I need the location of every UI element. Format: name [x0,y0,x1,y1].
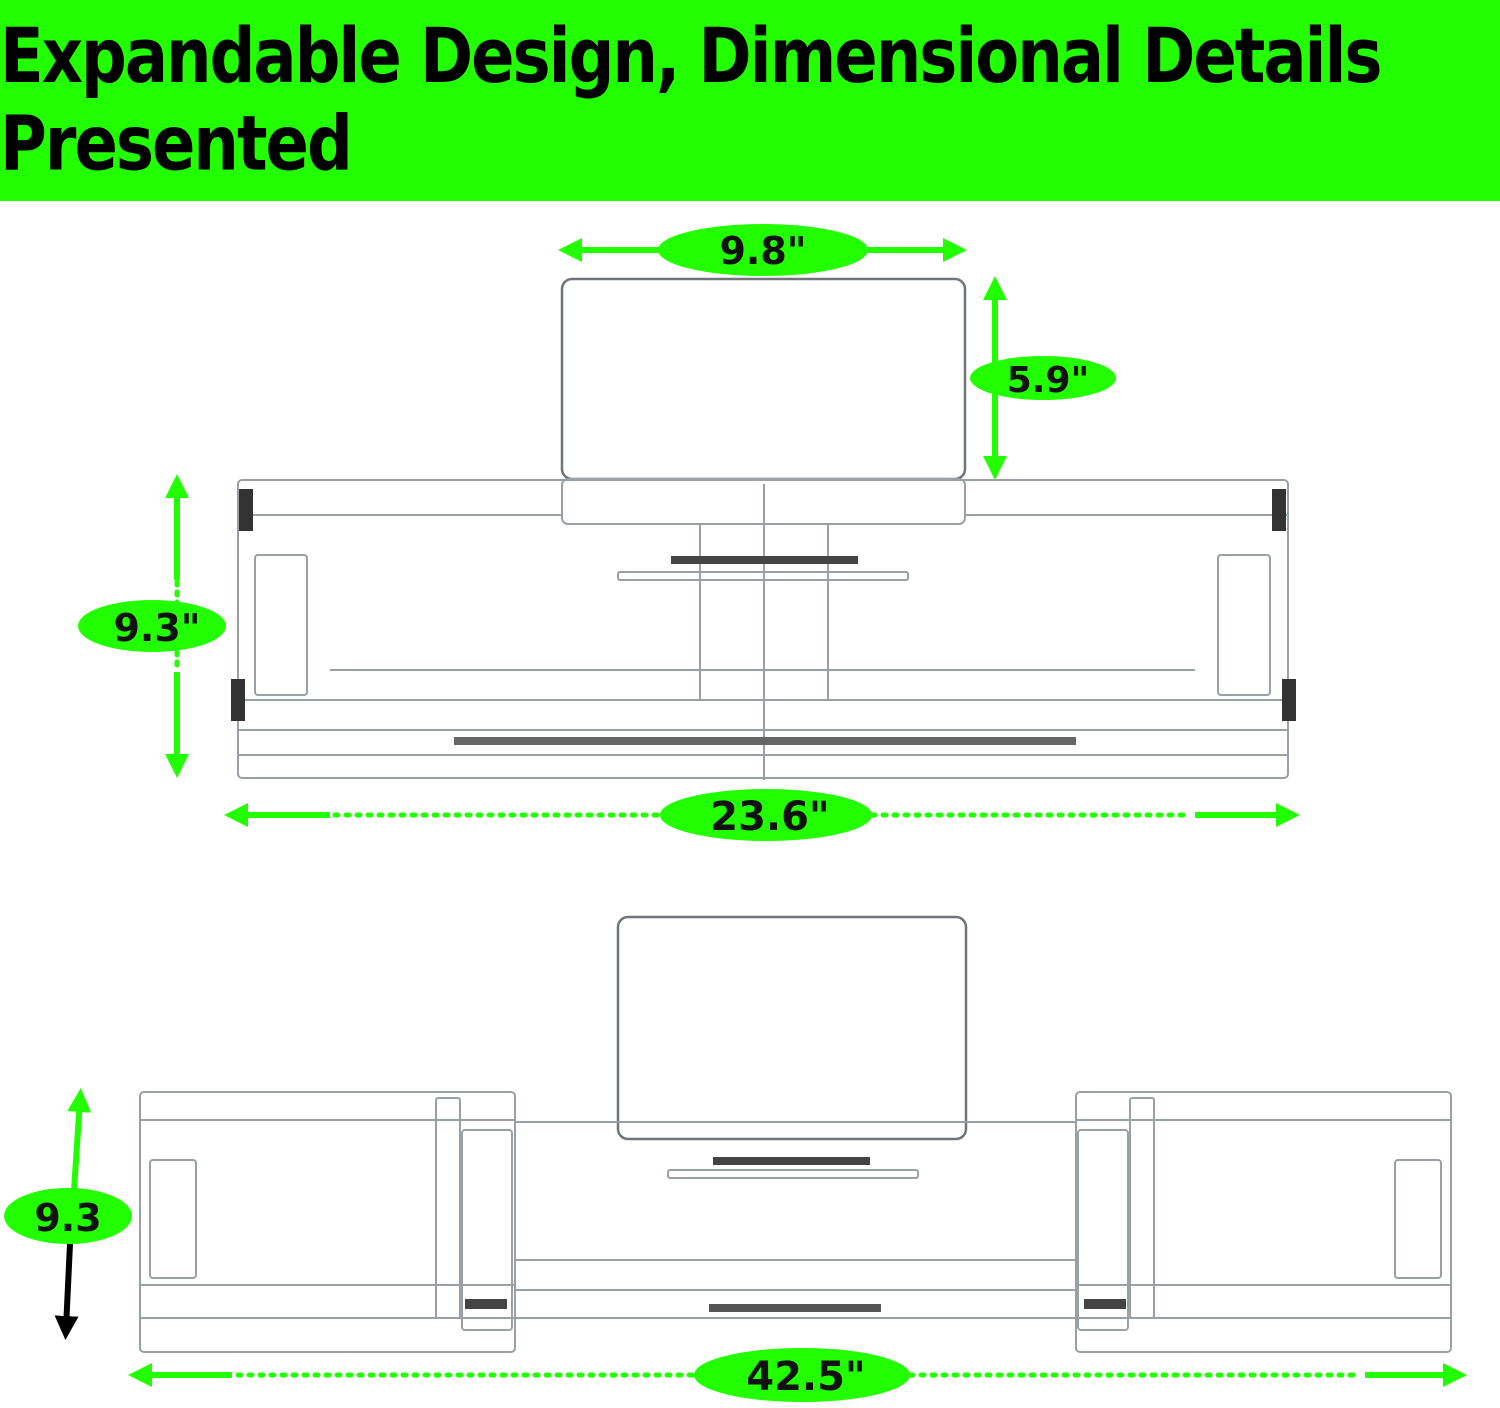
label-expanded-depth: 9.3 [34,1196,101,1240]
base-frame-top [237,479,1289,779]
dimension-collapsed-width: 23.6" [224,789,1300,841]
expanded-stand [139,915,1452,1353]
banner-title: Expandable Design, Dimensional Details P… [0,13,1383,188]
tablet-holder-bottom [616,915,968,1141]
title-banner: Expandable Design, Dimensional Details P… [0,0,1500,201]
label-collapsed-depth: 9.3" [113,606,200,650]
collapsed-stand [231,277,1296,780]
label-top-stand-height: 5.9" [1007,360,1090,401]
label-top-stand-width: 9.8" [719,229,806,273]
dimension-collapsed-depth: 9.3" [78,474,226,778]
dimension-expanded-depth: 9.3 [4,1088,132,1340]
dimension-top-stand-height: 5.9" [970,276,1116,480]
label-expanded-width: 42.5" [746,1354,866,1400]
dimension-expanded-width: 42.5" [128,1348,1467,1402]
product-dimension-diagram: 9.8" 5.9" 9.3" 23.6" [4,224,1467,1402]
right-extension [1075,1091,1452,1353]
dimension-top-stand-width: 9.8" [558,224,967,276]
label-collapsed-width: 23.6" [710,794,830,840]
tablet-holder-top [560,277,967,481]
left-extension [139,1091,516,1353]
